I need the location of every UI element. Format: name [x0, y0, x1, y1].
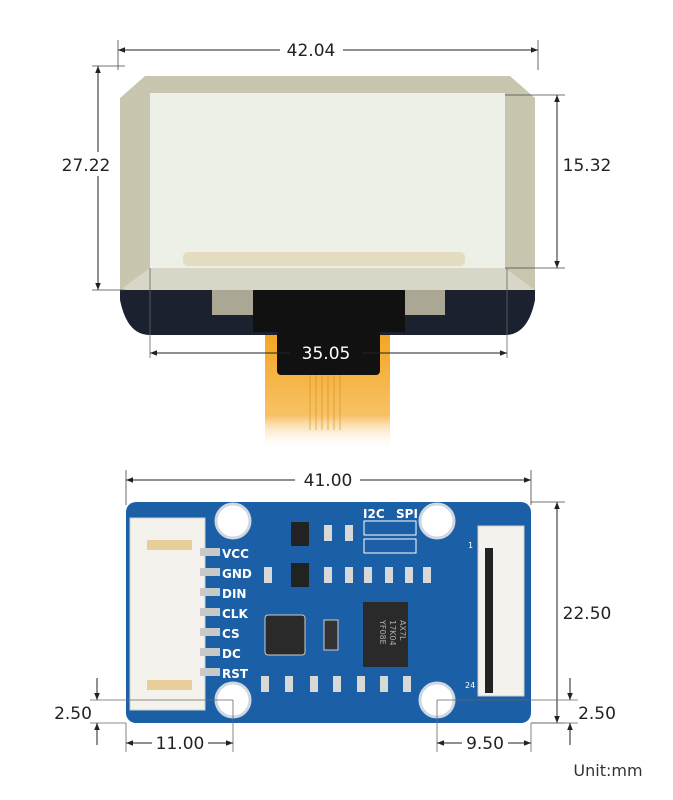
fpc-connector-right	[405, 290, 445, 315]
i2c-label: I2C	[363, 507, 385, 521]
fpc-socket-slot	[485, 548, 493, 693]
transistor	[291, 563, 309, 587]
dimension-active-width: 35.05	[149, 268, 508, 364]
dimension-active-height: 15.32	[505, 94, 618, 269]
level-shifter-chip	[363, 602, 408, 667]
i2c-jumper	[363, 520, 417, 536]
pin-label-cs: CS	[222, 627, 240, 641]
pin-label-gnd: GND	[222, 567, 252, 581]
pin-label-clk: CLK	[222, 607, 248, 621]
header-latch-top	[147, 540, 192, 550]
dimension-total-height: 27.22	[60, 65, 125, 291]
fpc-connector-left	[212, 290, 257, 315]
connector-pin-24: 24	[465, 681, 475, 690]
dimension-label-total-width: 42.04	[287, 41, 336, 61]
smd-components	[261, 525, 431, 692]
dimension-label-active-width: 35.05	[302, 344, 351, 364]
dimension-label-hole-offset-right: 2.50	[578, 704, 616, 724]
active-area-strip	[183, 252, 465, 266]
dimension-hole-spacing-left: 11.00	[125, 700, 234, 754]
chip-marking-2: 17K04	[388, 620, 397, 646]
chip-marking-3: AX7L	[398, 620, 407, 641]
pin-pads	[200, 548, 220, 676]
dimension-label-active-height: 15.32	[563, 156, 612, 176]
connector-pin-1: 1	[468, 541, 473, 550]
regulator	[291, 522, 309, 546]
pcb	[126, 502, 531, 723]
pin-label-rst: RST	[222, 667, 249, 681]
mounting-hole	[214, 502, 252, 540]
dimension-label-hole-spacing-right: 9.50	[466, 734, 504, 754]
mounting-hole	[418, 502, 456, 540]
driver-board: VCC GND DIN CLK CS DC RST I2C SPI YF08E …	[126, 502, 531, 723]
chip-marking-1: YF08E	[378, 619, 387, 645]
fpc-bond	[253, 290, 405, 332]
dimension-label-hole-spacing-left: 11.00	[156, 734, 205, 754]
fpc-socket	[477, 525, 525, 697]
pin-label-dc: DC	[222, 647, 241, 661]
dimension-board-height: 22.50	[531, 501, 618, 724]
dimension-total-width: 42.04	[117, 40, 539, 70]
dimension-board-width: 41.00	[125, 470, 532, 505]
fpc-traces	[309, 375, 341, 430]
dimension-hole-offset-left: 2.50	[54, 678, 233, 745]
diode	[323, 619, 339, 651]
header-latch-bottom	[147, 680, 192, 690]
dimension-hole-offset-right: 2.50	[437, 678, 616, 745]
glass-bottom-bevel	[120, 268, 535, 290]
dimension-label-board-width: 41.00	[304, 471, 353, 491]
pin-label-vcc: VCC	[222, 547, 249, 561]
dimension-label-total-height: 27.22	[62, 156, 111, 176]
dimension-label-hole-offset-left: 2.50	[54, 704, 92, 724]
spi-jumper	[363, 538, 417, 554]
dimension-label-board-height: 22.50	[563, 604, 612, 624]
inductor	[264, 614, 306, 656]
pin-label-din: DIN	[222, 587, 246, 601]
fpc-stiffener	[277, 330, 380, 375]
oled-display-module	[120, 76, 535, 450]
spi-label: SPI	[396, 507, 418, 521]
unit-label: Unit:mm	[573, 761, 642, 780]
active-area	[150, 93, 505, 268]
dimension-hole-spacing-right: 9.50	[436, 700, 532, 754]
